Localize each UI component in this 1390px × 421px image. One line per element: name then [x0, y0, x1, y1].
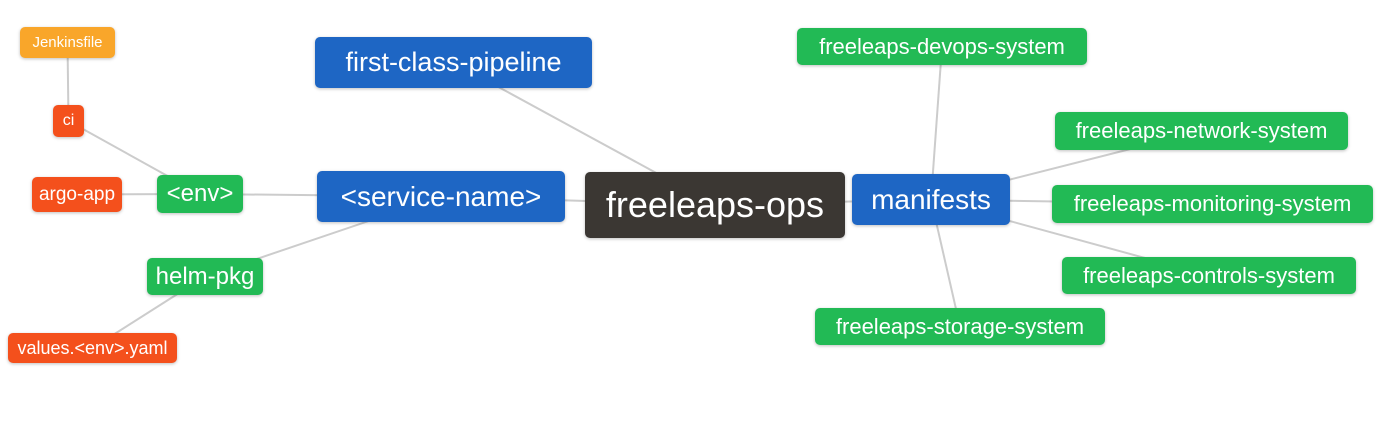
node-manifests[interactable]: manifests — [852, 174, 1010, 225]
node-devops-system[interactable]: freeleaps-devops-system — [797, 28, 1087, 65]
node-helm-pkg[interactable]: helm-pkg — [147, 258, 263, 295]
node-argo-app[interactable]: argo-app — [32, 177, 122, 212]
node-controls-system[interactable]: freeleaps-controls-system — [1062, 257, 1356, 294]
node-storage-system[interactable]: freeleaps-storage-system — [815, 308, 1105, 345]
node-jenkinsfile[interactable]: Jenkinsfile — [20, 27, 115, 58]
node-first-class-pipeline[interactable]: first-class-pipeline — [315, 37, 592, 88]
node-network-system[interactable]: freeleaps-network-system — [1055, 112, 1348, 150]
node-values-env-yaml[interactable]: values.<env>.yaml — [8, 333, 177, 363]
node-env[interactable]: <env> — [157, 175, 243, 213]
node-monitoring-system[interactable]: freeleaps-monitoring-system — [1052, 185, 1373, 223]
node-service-name[interactable]: <service-name> — [317, 171, 565, 222]
node-ci[interactable]: ci — [53, 105, 84, 137]
node-freeleaps-ops[interactable]: freeleaps-ops — [585, 172, 845, 238]
